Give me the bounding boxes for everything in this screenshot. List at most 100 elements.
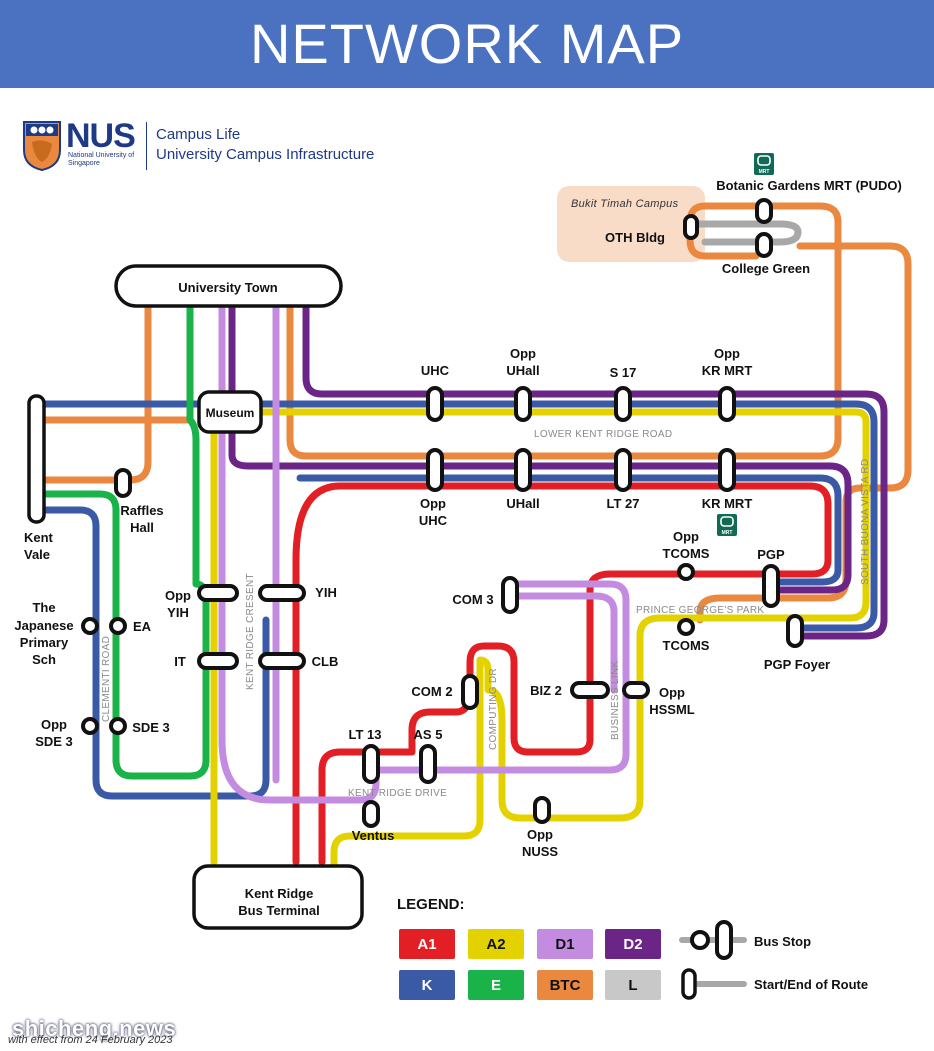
sde3-label: SDE 3 — [132, 720, 170, 735]
raffles-hall-label-2: Hall — [130, 520, 154, 535]
s17-stop[interactable] — [614, 386, 632, 422]
sde3-stop[interactable] — [109, 717, 127, 735]
biz2-stop[interactable] — [570, 681, 610, 699]
college-green-stop[interactable] — [755, 232, 773, 258]
oth-bldg-stop[interactable] — [683, 214, 699, 240]
yih-stop[interactable] — [258, 584, 306, 602]
logo-infrastructure: University Campus Infrastructure — [156, 146, 375, 163]
bukit-timah-campus-box — [557, 186, 705, 262]
tcoms-stop[interactable] — [677, 618, 695, 636]
svg-text:MRT: MRT — [722, 530, 733, 536]
logo-campus-life: Campus Life — [156, 126, 241, 143]
opp-hssml-label-1: Opp — [659, 685, 685, 700]
opp-tcoms-stop[interactable] — [677, 563, 695, 581]
legend-bus-stop-symbol — [679, 920, 747, 960]
raffles-hall-stop[interactable] — [114, 468, 132, 498]
opp-sde3-label-2: SDE 3 — [35, 734, 73, 749]
as5-stop[interactable] — [419, 744, 437, 784]
com3-label: COM 3 — [452, 592, 493, 607]
road-computing-dr: COMPUTING DR — [488, 668, 499, 750]
as5-label: AS 5 — [414, 727, 443, 742]
pgp-label: PGP — [757, 547, 785, 562]
kent-ridge-bus-terminal[interactable] — [192, 864, 364, 930]
nus-logo: NUS National University of Singapore Cam… — [22, 118, 422, 178]
opp-yih-stop[interactable] — [197, 584, 239, 602]
museum-stop[interactable] — [197, 390, 263, 434]
uhc-stop[interactable] — [426, 386, 444, 422]
lt27-stop[interactable] — [614, 448, 632, 492]
clb-label: CLB — [312, 654, 339, 669]
com2-stop[interactable] — [461, 674, 479, 710]
nus-wordmark: NUS — [66, 117, 136, 155]
it-label: IT — [174, 654, 186, 669]
opp-sde3-label-1: Opp — [41, 717, 67, 732]
watermark: shicheng.news — [12, 1016, 177, 1041]
road-prince-georges: PRINCE GEORGE'S PARK — [636, 605, 764, 616]
svg-text:MRT: MRT — [759, 169, 770, 175]
lt13-label: LT 13 — [349, 727, 382, 742]
kent-vale-terminal[interactable] — [27, 394, 46, 524]
botanic-gardens-stop[interactable] — [755, 198, 773, 224]
biz2-label: BIZ 2 — [530, 683, 562, 698]
com2-label: COM 2 — [411, 684, 452, 699]
university-town-terminal[interactable] — [114, 264, 343, 308]
legend-chip-k: K — [399, 970, 455, 1000]
opp-kr-mrt-stop[interactable] — [718, 386, 736, 422]
botanic-gardens-label: Botanic Gardens MRT (PUDO) — [716, 178, 902, 193]
pgp-stop[interactable] — [762, 564, 780, 608]
pgp-foyer-stop[interactable] — [786, 614, 804, 648]
legend-start-end-label: Start/End of Route — [754, 977, 869, 992]
japanese-school-stop[interactable] — [81, 617, 99, 635]
opp-sde3-stop[interactable] — [81, 717, 99, 735]
uhall-stop[interactable] — [514, 448, 532, 492]
logo-divider — [146, 122, 147, 170]
ea-stop[interactable] — [109, 617, 127, 635]
lt27-label: LT 27 — [607, 496, 640, 511]
opp-nuss-stop[interactable] — [533, 796, 551, 824]
route-btc — [41, 202, 842, 484]
clb-stop[interactable] — [258, 652, 306, 670]
museum-label: Museum — [206, 406, 255, 420]
opp-uhall-label-2: UHall — [506, 363, 539, 378]
japanese-school-label-2: Japanese — [14, 618, 73, 633]
opp-hssml-label-2: HSSML — [649, 702, 695, 717]
legend-chip-l: L — [605, 970, 661, 1000]
lt13-stop[interactable] — [362, 744, 380, 784]
mrt-icon-kr: MRT — [717, 514, 737, 536]
road-kent-ridge-drive: KENT RIDGE DRIVE — [348, 788, 447, 799]
tcoms-label: TCOMS — [663, 638, 710, 653]
opp-uhc-stop[interactable] — [426, 448, 444, 492]
oth-bldg-label: OTH Bldg — [605, 230, 665, 245]
pgp-foyer-label: PGP Foyer — [764, 657, 830, 672]
opp-tcoms-label-1: Opp — [673, 529, 699, 544]
route-d2 — [228, 302, 888, 640]
s17-label: S 17 — [610, 365, 637, 380]
kent-vale-label-2: Vale — [24, 547, 50, 562]
ventus-stop[interactable] — [362, 800, 380, 828]
opp-uhall-stop[interactable] — [514, 386, 532, 422]
road-lower-kent-ridge: LOWER KENT RIDGE ROAD — [534, 429, 672, 440]
nus-subtitle: National University of Singapore — [68, 152, 135, 167]
com3-stop[interactable] — [501, 576, 519, 614]
effective-date: with effect from 24 February 2023 — [8, 1034, 173, 1046]
opp-hssml-stop[interactable] — [622, 681, 650, 699]
road-kent-ridge-crescent: KENT RIDGE CRESENT — [245, 573, 256, 690]
route-d1 — [218, 302, 630, 804]
japanese-school-label-3: Primary — [20, 635, 69, 650]
college-green-label: College Green — [722, 261, 810, 276]
legend-bus-stop-label: Bus Stop — [754, 934, 812, 949]
kr-mrt-stop[interactable] — [718, 448, 736, 492]
terminal-label-1: Kent Ridge — [245, 886, 314, 901]
ea-label: EA — [133, 619, 152, 634]
legend-chip-a2: A2 — [468, 929, 524, 959]
route-k — [41, 400, 878, 800]
raffles-hall-label-1: Raffles — [120, 503, 163, 518]
road-business-link: BUSINESS LINK — [610, 660, 621, 740]
opp-nuss-label-2: NUSS — [522, 844, 558, 859]
legend-chip-d1: D1 — [537, 929, 593, 959]
ventus-label: Ventus — [352, 828, 395, 843]
it-stop[interactable] — [197, 652, 239, 670]
uhall-label: UHall — [506, 496, 539, 511]
terminal-label-2: Bus Terminal — [238, 903, 319, 918]
legend-title: LEGEND: — [397, 896, 465, 913]
